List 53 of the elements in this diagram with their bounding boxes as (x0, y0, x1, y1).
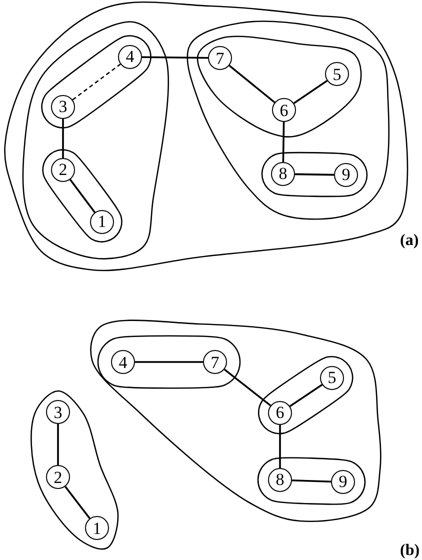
node-number: 6 (276, 404, 284, 422)
node-number: 4 (126, 48, 134, 66)
node-number: 3 (54, 404, 62, 420)
node-circle (268, 400, 292, 425)
node-number: 1 (98, 213, 106, 230)
panel-label: (b) (400, 542, 420, 560)
node-circle (208, 46, 232, 70)
edge-line (294, 173, 334, 176)
edge-line (228, 64, 276, 104)
node-number: 7 (216, 50, 224, 66)
node-number: 4 (118, 354, 128, 370)
panel-label: (a) (400, 232, 419, 250)
node-number: 2 (58, 161, 68, 178)
edge-line (279, 425, 281, 468)
node-circle (111, 350, 135, 374)
node-number: 9 (338, 473, 348, 490)
node-circle (203, 350, 227, 374)
node-circle (320, 366, 344, 390)
edge-line (64, 486, 90, 520)
node-circle (85, 516, 109, 540)
edge-line (289, 384, 323, 408)
node-number: 9 (342, 166, 350, 184)
node-circle (272, 98, 296, 122)
node-circle (50, 94, 75, 119)
node-circle (334, 162, 358, 187)
node-circle (118, 44, 142, 69)
edge-line (142, 56, 208, 59)
edge-line (62, 119, 64, 158)
edge-line (293, 80, 328, 104)
node-number: 7 (210, 354, 220, 370)
node-circle (90, 210, 114, 234)
node-circle (270, 162, 295, 186)
edge-line (282, 122, 285, 162)
node-number: 8 (276, 471, 284, 488)
node-circle (46, 465, 70, 489)
node-number: 1 (92, 520, 102, 536)
node-number: 3 (58, 98, 68, 116)
node-circle (46, 400, 70, 424)
node-number: 5 (328, 369, 336, 386)
node-number: 8 (278, 165, 288, 182)
edge-line (135, 361, 203, 363)
edge-line (224, 368, 272, 406)
node-number: 2 (54, 468, 62, 486)
edge-line (57, 424, 59, 465)
node-number: 5 (332, 66, 342, 82)
node-circle (50, 158, 75, 182)
node-circle (268, 468, 292, 492)
node-number: 6 (280, 102, 288, 118)
node-circle (325, 62, 349, 86)
node-circle (330, 470, 355, 494)
edge-line (292, 479, 332, 483)
edge-line (69, 179, 96, 213)
dashed-line (72, 64, 121, 100)
